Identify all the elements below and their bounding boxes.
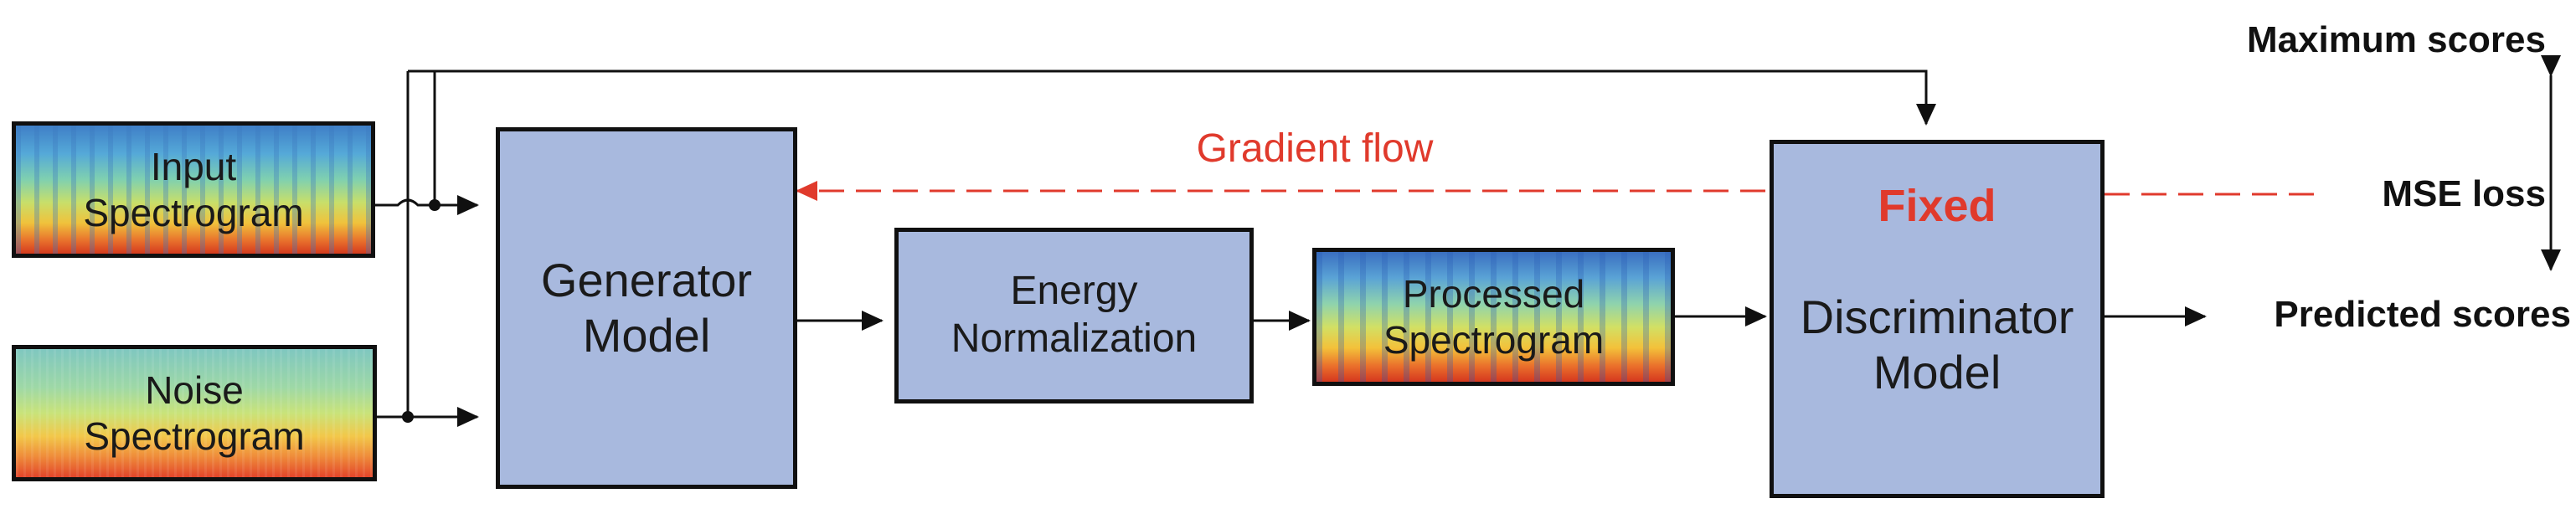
processed-spectrogram: Processed Spectrogram [1312,248,1675,386]
noise-spectrogram-line1: Noise [145,368,244,413]
energy-normalization-box: Energy Normalization [894,228,1254,403]
input-to-discriminator-line [408,69,1936,126]
maximum-scores-label: Maximum scores [2246,19,2546,61]
processed-line2: Spectrogram [1383,317,1605,362]
gradient-flow-label: Gradient flow [1196,126,1434,171]
discriminator-line2: Model [1873,346,2002,398]
generator-model-label: Generator Model [500,131,793,485]
energy-normalization-label: Energy Normalization [899,232,1249,399]
noise-junction-dot [402,411,414,423]
mse-loss-label: MSE loss [2382,173,2546,215]
generator-model-box: Generator Model [496,127,797,489]
processed-line1: Processed [1402,272,1585,316]
discriminator-model-box: Fixed Discriminator Model [1770,140,2105,498]
noise-spectrogram-line2: Spectrogram [84,414,305,458]
input-spectrogram-line1: Input [150,145,237,189]
input-to-generator-arrow [375,195,479,215]
processed-spectrogram-label: Processed Spectrogram [1316,252,1671,382]
noise-spectrogram: Noise Spectrogram [12,345,377,481]
input-junction-dot [429,199,440,211]
input-spectrogram-label: Input Spectrogram [16,126,371,254]
noise-spectrogram-label: Noise Spectrogram [16,349,373,477]
input-spectrogram: Input Spectrogram [12,121,375,258]
generator-line1: Generator [540,253,753,306]
energy-line2: Normalization [951,316,1198,361]
predicted-scores-label: Predicted scores [2274,294,2571,336]
discriminator-line1: Discriminator [1800,290,2074,343]
energy-line1: Energy [1010,269,1138,314]
fixed-label: Fixed [1878,181,1996,232]
discriminator-model-label: Discriminator Model [1774,270,2100,420]
generator-line2: Model [582,309,711,362]
input-spectrogram-line2: Spectrogram [83,190,304,234]
